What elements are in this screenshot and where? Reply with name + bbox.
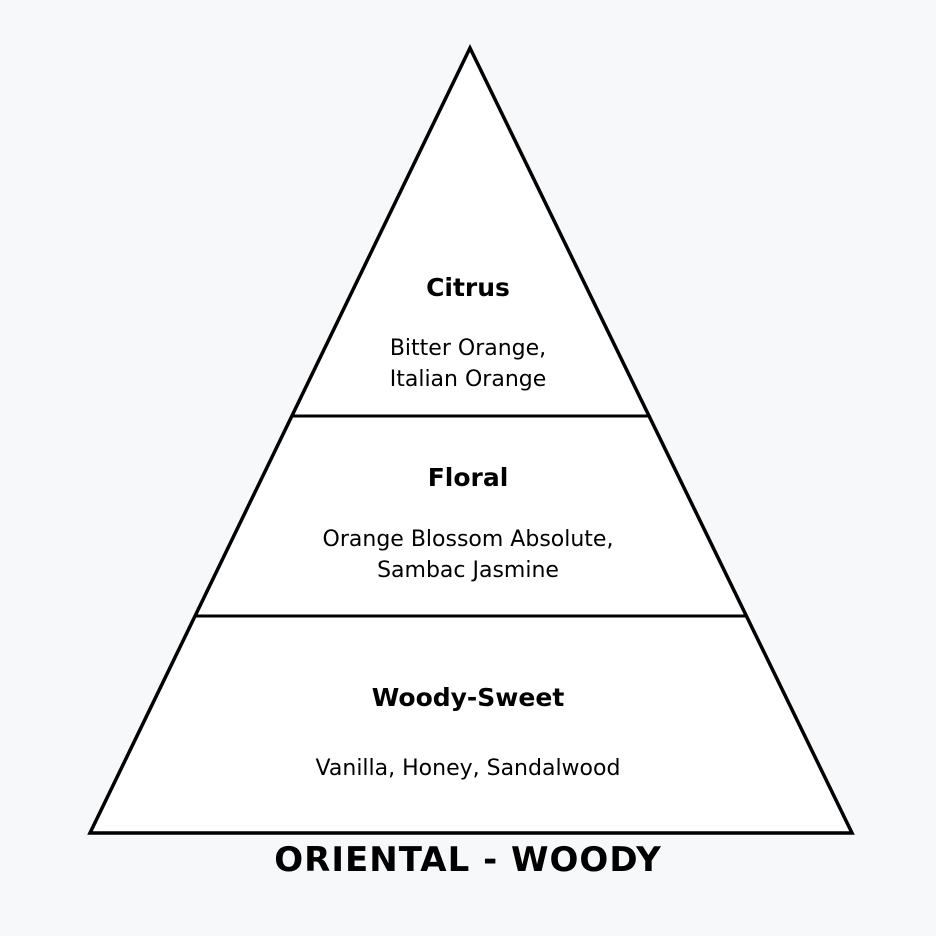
tier-heading-base: Woody-Sweet (371, 683, 565, 712)
tier-notes-base: Vanilla, Honey, Sandalwood (315, 756, 621, 781)
tier-heading-middle: Floral (427, 463, 509, 492)
tier-notes-top-2: Italian Orange (389, 367, 547, 392)
tier-notes-middle-2: Sambac Jasmine (377, 558, 559, 583)
tier-notes-top-1: Bitter Orange, (389, 336, 547, 361)
tier-notes-middle-1: Orange Blossom Absolute, (322, 527, 614, 552)
tier-heading-top: Citrus (426, 273, 510, 302)
pyramid-title: ORIENTAL - WOODY (274, 840, 662, 880)
pyramid-outline (87, 43, 855, 835)
